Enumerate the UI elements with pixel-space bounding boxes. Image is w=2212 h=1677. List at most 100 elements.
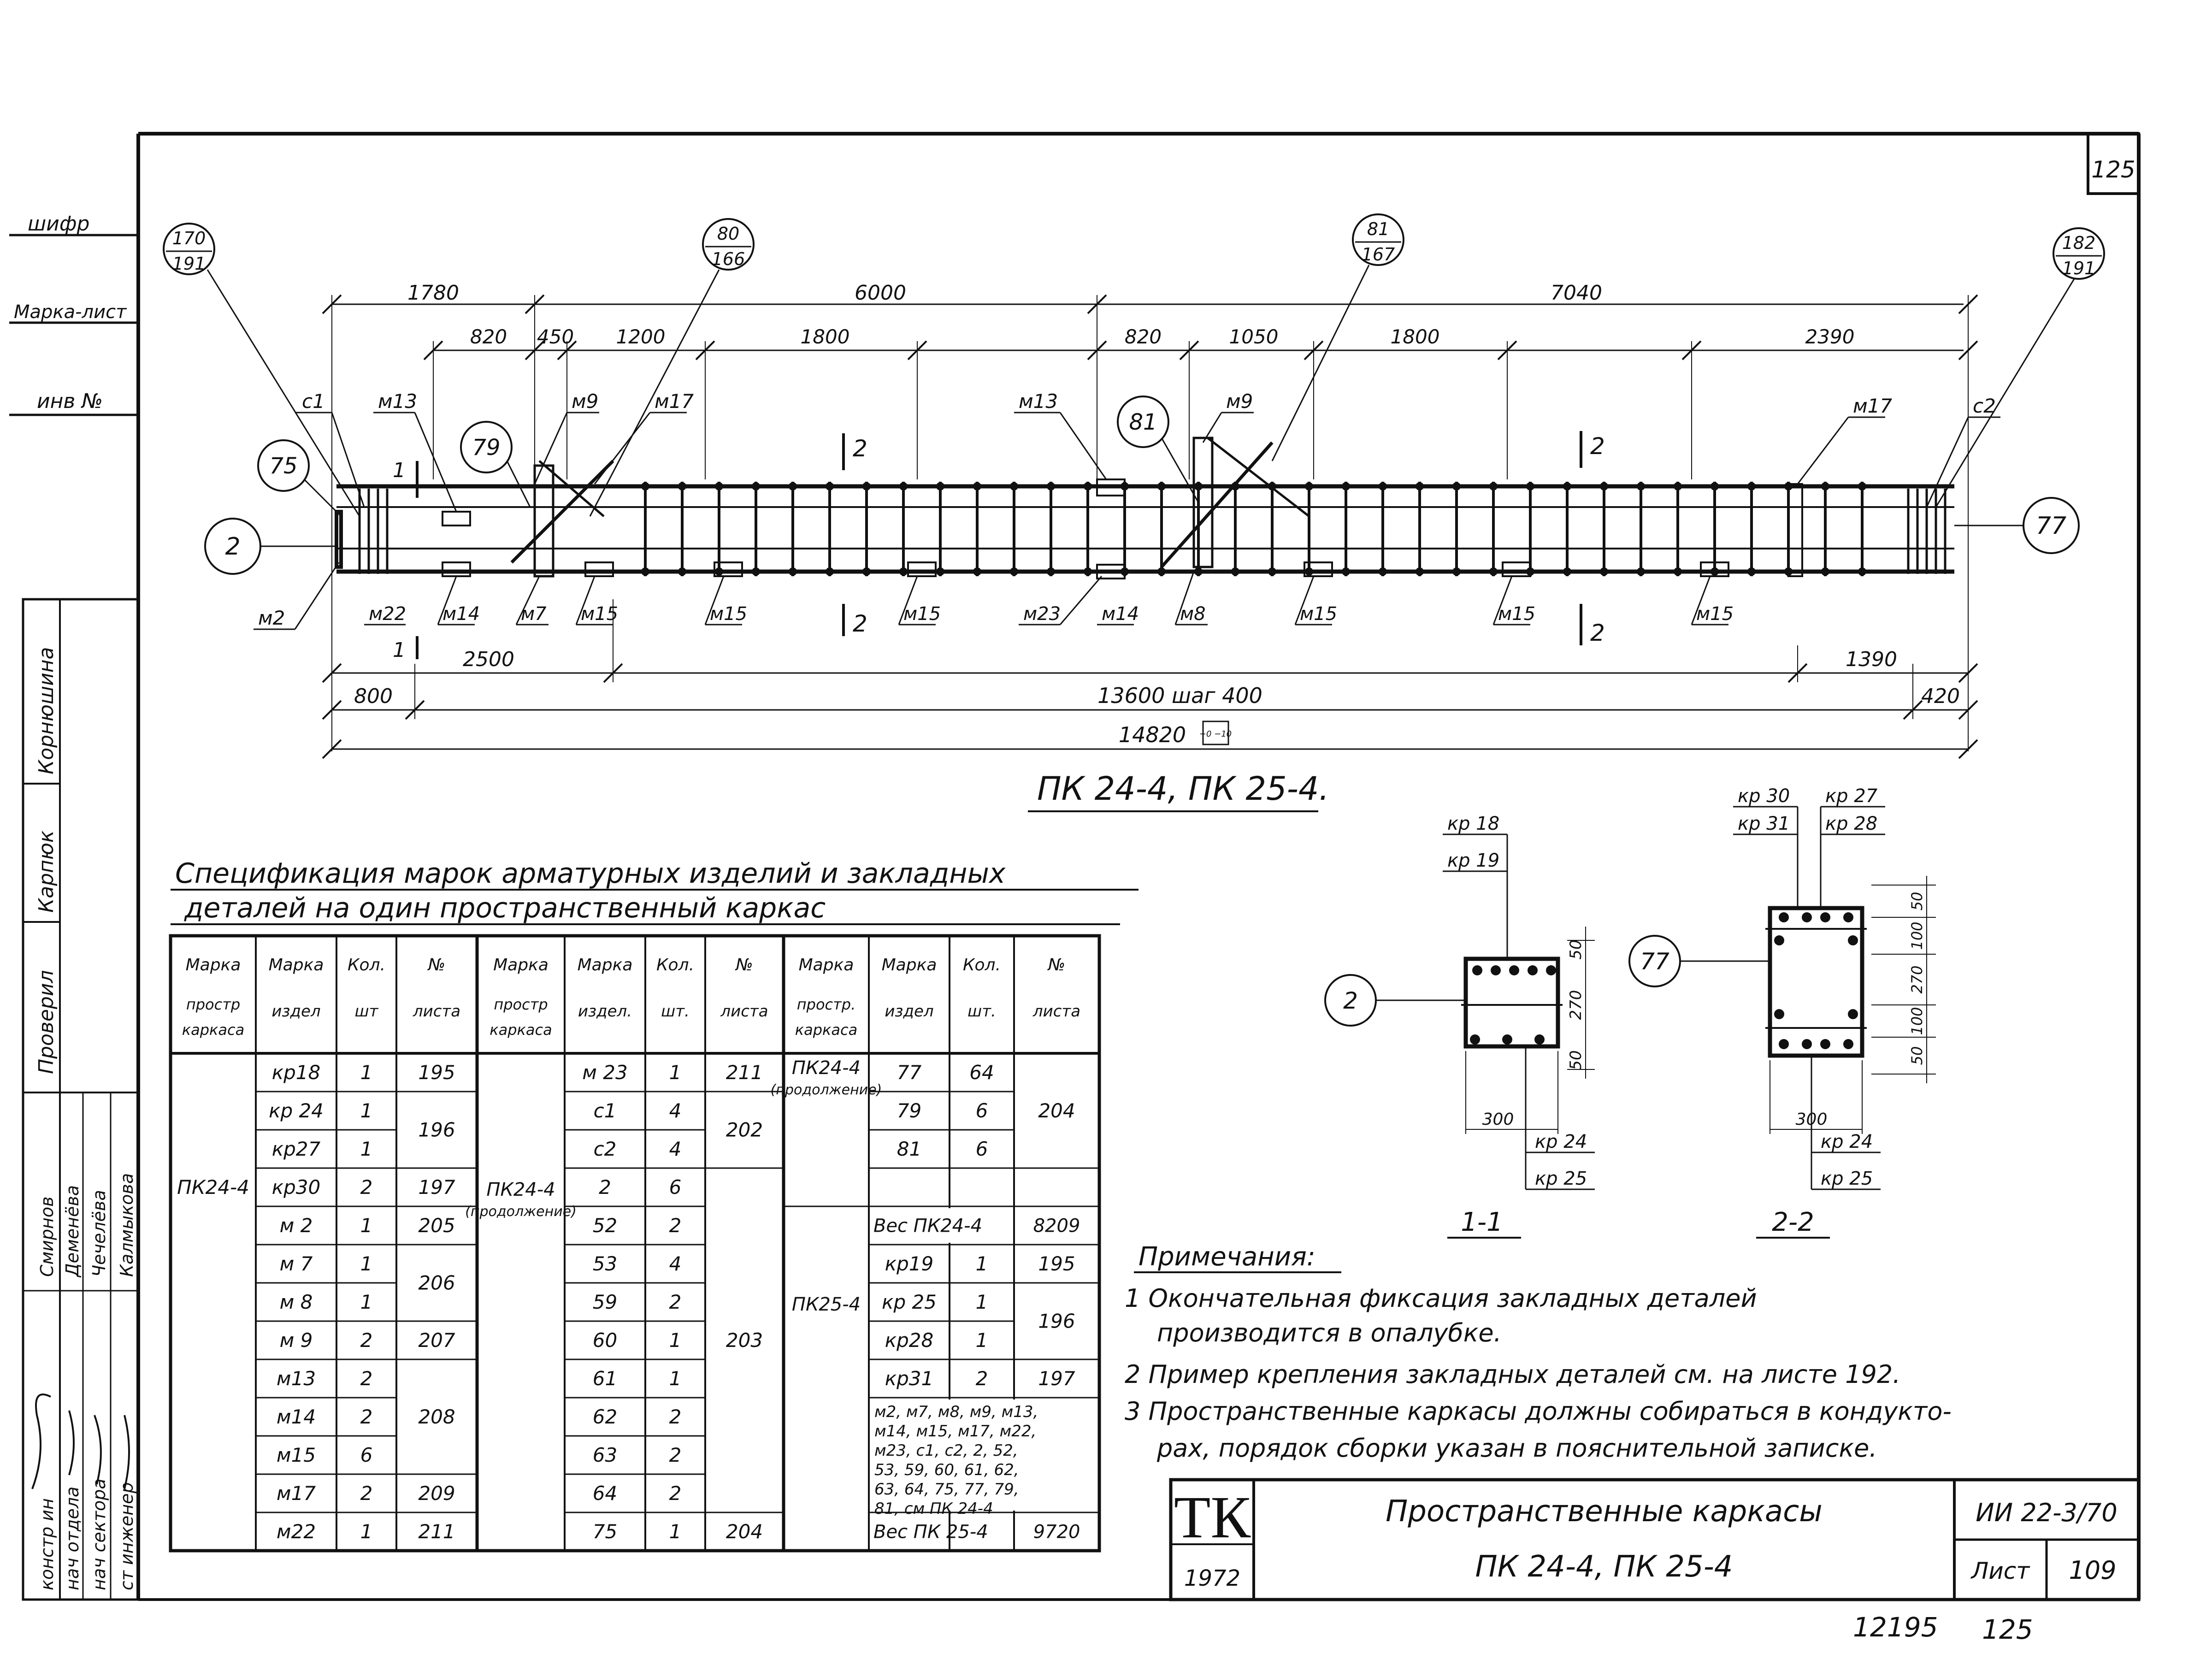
mark-m17-b: м17 (1853, 395, 1892, 417)
spec-cell: м 23 (582, 1061, 627, 1084)
rebar-dot (1534, 1034, 1545, 1045)
left-stamp: шифр Марка-лист инв № Проверил Корнюшина… (9, 212, 140, 1601)
spec-header: Кол. (656, 956, 694, 974)
callout-2-top: 80 (717, 224, 739, 244)
spec-note-bg (871, 1399, 1097, 1511)
spec-frame-3a: ПК24-4 (792, 1057, 861, 1079)
mark-m2: м2 (258, 607, 285, 629)
bar-dot (1416, 567, 1424, 576)
callout-1-top: 170 (172, 228, 206, 248)
spec-frame-2: (продолжение) (465, 1204, 577, 1220)
bar-dot (1342, 567, 1350, 576)
spec-cell: 2 (669, 1444, 682, 1466)
spec-cell: 62 (593, 1405, 617, 1428)
bar-dot (1047, 482, 1055, 490)
spec-cell: 1 (360, 1520, 373, 1543)
spec-cell: 1 (360, 1138, 373, 1160)
s22-label-kr27: кр 27 (1825, 785, 1878, 807)
spec-cell: 196 (418, 1119, 455, 1141)
spec-cell: 1 (360, 1252, 373, 1275)
spec-title-1: Спецификация марок арматурных изделий и … (175, 857, 1006, 890)
spec-cell: 60 (593, 1329, 617, 1352)
bar-dot (789, 567, 797, 576)
rebar-dot (1491, 965, 1501, 975)
spec-cell: 6 (976, 1138, 988, 1160)
spec-title-2: деталей на один пространственный каркас (184, 892, 826, 924)
bar-dot (1231, 567, 1239, 576)
dim-2-3: 1200 (616, 325, 666, 348)
spec-cell: 77 (897, 1061, 922, 1084)
stamp-role-3: ст инженер (117, 1482, 137, 1590)
spec-header-sub: листа (720, 1002, 768, 1021)
spec-header: Марка (493, 956, 549, 974)
callout-3-top: 81 (1367, 219, 1389, 239)
stamp-marka-list: Марка-лист (14, 301, 127, 323)
bar-dot (1452, 567, 1461, 576)
spec-cell: 64 (969, 1061, 994, 1084)
section-mark-2d: 2 (1590, 620, 1605, 646)
stamp-inv-no: инв № (37, 390, 103, 413)
s22-dim-50a: 50 (1908, 892, 1926, 911)
bar-dot (973, 482, 981, 490)
section-marks: 1 1 2 2 2 2 (393, 431, 1605, 662)
dim-tolerance: +0 −10 (1199, 729, 1232, 739)
rebar-dot (1843, 1039, 1853, 1049)
bar-dot (973, 567, 981, 576)
bar-dot (1526, 482, 1534, 490)
rebar-dot (1843, 912, 1853, 922)
s22-dim-50b: 50 (1908, 1046, 1926, 1065)
spec-cell: 206 (418, 1272, 455, 1294)
mark-m23: м23 (1023, 603, 1061, 625)
mark-m9-a: м9 (572, 390, 598, 413)
rebar-dot (1774, 1009, 1784, 1019)
bar-dot (1747, 567, 1756, 576)
bar-dot (1711, 482, 1719, 490)
s11-circle: 2 (1343, 987, 1358, 1014)
footer-left-number: 12195 (1853, 1612, 1938, 1643)
rebar-dot (1779, 912, 1789, 922)
spec-table: МаркапростркаркасаМаркаизделКол.шт№листа… (169, 934, 1101, 1553)
spec-frame-1: ПК24-4 (177, 1176, 249, 1199)
s11-dim-50b: 50 (1567, 1050, 1585, 1070)
spec-frame-2: ПК24-4 (486, 1179, 555, 1200)
spec-cell: 2 (360, 1482, 373, 1505)
spec-cell: 208 (418, 1405, 455, 1428)
spec-cell: 52 (593, 1214, 617, 1237)
rebar-dot (1502, 1034, 1512, 1045)
spec-header: Кол. (348, 956, 385, 974)
s22-circle: 77 (1640, 948, 1669, 975)
stamp-role-0: констр ин (37, 1498, 57, 1590)
mark-m8: м8 (1180, 603, 1206, 625)
spec-cell: 2 (669, 1405, 682, 1428)
spec-cell: 197 (418, 1176, 455, 1199)
stamp-name-2: Чечелёва (89, 1190, 109, 1277)
spec-header-sub: шт (355, 1002, 379, 1021)
section-mark-2c: 2 (1590, 433, 1605, 460)
spec-cell: кр19 (885, 1252, 933, 1275)
bar-dot (1489, 567, 1498, 576)
bar-dot (862, 482, 871, 490)
spec-header: Кол. (963, 956, 1001, 974)
rebar-dot (1779, 1039, 1789, 1049)
s22-label-kr28: кр 28 (1825, 813, 1877, 834)
stamp-role-1: нач отдела (62, 1487, 83, 1590)
spec-header-sub: шт. (967, 1002, 996, 1021)
spec-cell: 1 (669, 1329, 682, 1352)
bar-dot (715, 482, 723, 490)
rebar-dot (1802, 912, 1812, 922)
spec-weight-24: Вес ПК24-4 (873, 1216, 982, 1237)
spec-header: Марка (882, 956, 937, 974)
spec-cell: 2 (360, 1176, 373, 1199)
top-marks: c1 м13 м9 м17 м13 м9 м17 c2 (295, 390, 2000, 512)
stamp-name-0: Смирнов (37, 1196, 57, 1277)
rebar-dot (1509, 965, 1519, 975)
spec-cell: 197 (1038, 1367, 1075, 1390)
spec-header-sub: издел. (578, 1002, 632, 1021)
section-mark-1b: 1 (393, 638, 406, 662)
bar-dot (1821, 482, 1829, 490)
bar-dot (899, 567, 908, 576)
spec-cell: 81 (897, 1138, 921, 1160)
bar-dot (641, 482, 649, 490)
section-1-1: 2 кр 18 кр 19 кр 24 кр 25 50 270 50 300 … (1324, 813, 1595, 1239)
